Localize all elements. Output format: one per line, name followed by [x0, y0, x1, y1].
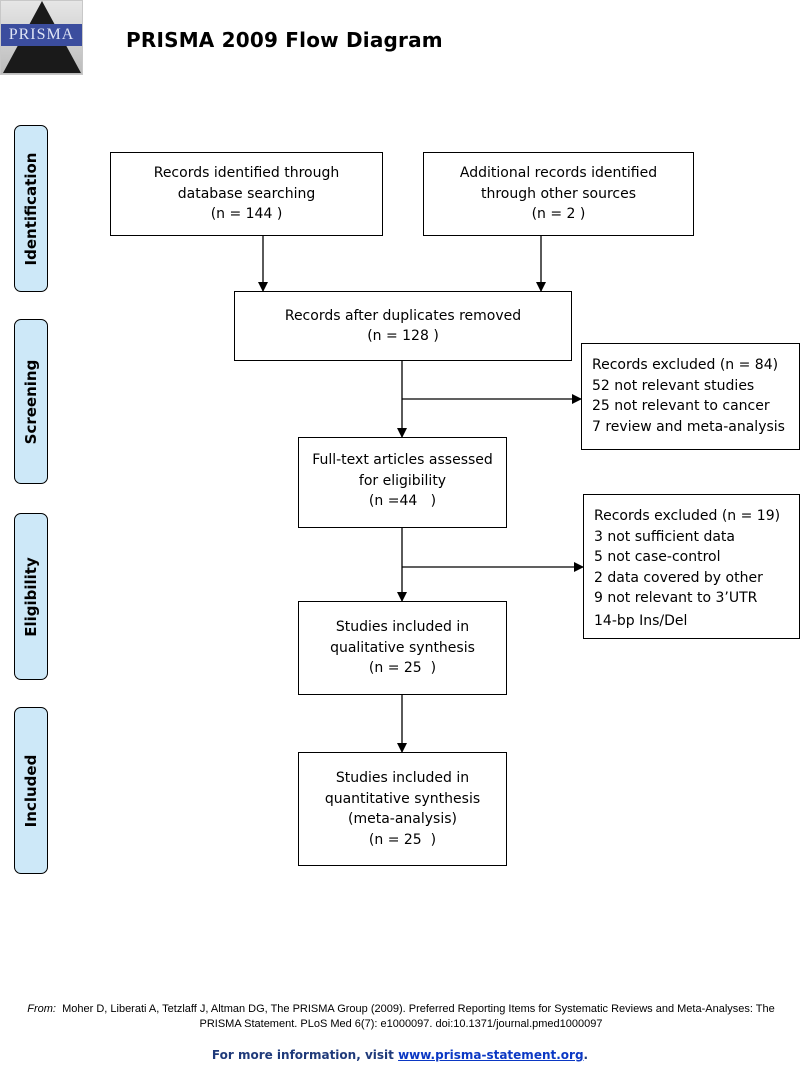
box-line: Full-text articles assessed	[312, 452, 493, 468]
box-line: quantitative synthesis	[324, 790, 481, 807]
phase-included: Included	[14, 707, 48, 874]
more-info-text: For more information, visit	[211, 1048, 394, 1062]
box-records-excluded-eligibility: Records excluded (n = 19) 3 not sufficie…	[583, 494, 800, 639]
box-line: (n = 25 )	[368, 660, 437, 677]
box-after-duplicates: Records after duplicates removed (n = 12…	[234, 291, 572, 361]
box-line: (n =44 )	[368, 493, 437, 509]
box-other-sources: Additional records identified through ot…	[423, 152, 694, 236]
phase-eligibility: Eligibility	[14, 513, 48, 680]
box-line: (meta-analysis)	[348, 811, 457, 827]
more-info-period: .	[583, 1048, 589, 1062]
box-line: Studies included in	[335, 770, 470, 786]
phase-screening: Screening	[14, 319, 48, 484]
citation: From: Moher D, Liberati A, Tetzlaff J, A…	[16, 1002, 786, 1032]
citation-from: From:	[27, 1003, 56, 1015]
box-line: Additional records identified	[459, 165, 658, 182]
box-line: 5 not case-control	[594, 549, 721, 565]
phase-identification: Identification	[14, 125, 48, 292]
box-fulltext-assessed: Full-text articles assessed for eligibil…	[298, 437, 507, 528]
box-line: through other sources	[481, 185, 636, 202]
box-line: 2 data covered by other	[594, 569, 763, 586]
prisma-logo: PRISMA	[0, 0, 83, 75]
citation-text: Moher D, Liberati A, Tetzlaff J, Altman …	[62, 1003, 775, 1030]
box-quantitative-synthesis: Studies included in quantitative synthes…	[298, 752, 507, 866]
box-line: Records excluded (n = 19)	[594, 508, 781, 524]
box-line: 52 not relevant studies	[592, 377, 755, 394]
page-title: PRISMA 2009 Flow Diagram	[126, 28, 443, 52]
logo-text: PRISMA	[1, 24, 82, 46]
prisma-website-link[interactable]: www.prisma-statement.org	[398, 1048, 584, 1062]
box-line: Records excluded (n = 84)	[592, 357, 779, 373]
box-database-records: Records identified through database sear…	[110, 152, 383, 236]
box-line: (n = 144 )	[210, 206, 283, 223]
box-line: qualitative synthesis	[330, 639, 475, 656]
box-line: 7 review and meta-analysis	[592, 418, 785, 435]
box-records-excluded-screening: Records excluded (n = 84) 52 not relevan…	[581, 343, 800, 450]
box-line: (n = 25 )	[368, 831, 437, 848]
box-line: (n = 128 )	[367, 328, 439, 344]
box-qualitative-synthesis: Studies included in qualitative synthesi…	[298, 601, 507, 695]
box-line: 14-bp Ins/Del	[594, 612, 688, 629]
box-line: 3 not sufficient data	[594, 528, 735, 545]
box-line: database searching	[177, 185, 316, 202]
box-line: Studies included in	[335, 619, 470, 636]
box-line: (n = 2 )	[531, 206, 586, 223]
box-line: 9 not relevant to 3’UTR	[594, 590, 758, 606]
box-line: Records identified through	[153, 165, 340, 182]
box-line: 25 not relevant to cancer	[592, 398, 770, 414]
more-info: For more information, visit www.prisma-s…	[0, 1048, 800, 1062]
box-line: for eligibility	[358, 472, 447, 489]
box-line: Records after duplicates removed	[284, 307, 522, 324]
